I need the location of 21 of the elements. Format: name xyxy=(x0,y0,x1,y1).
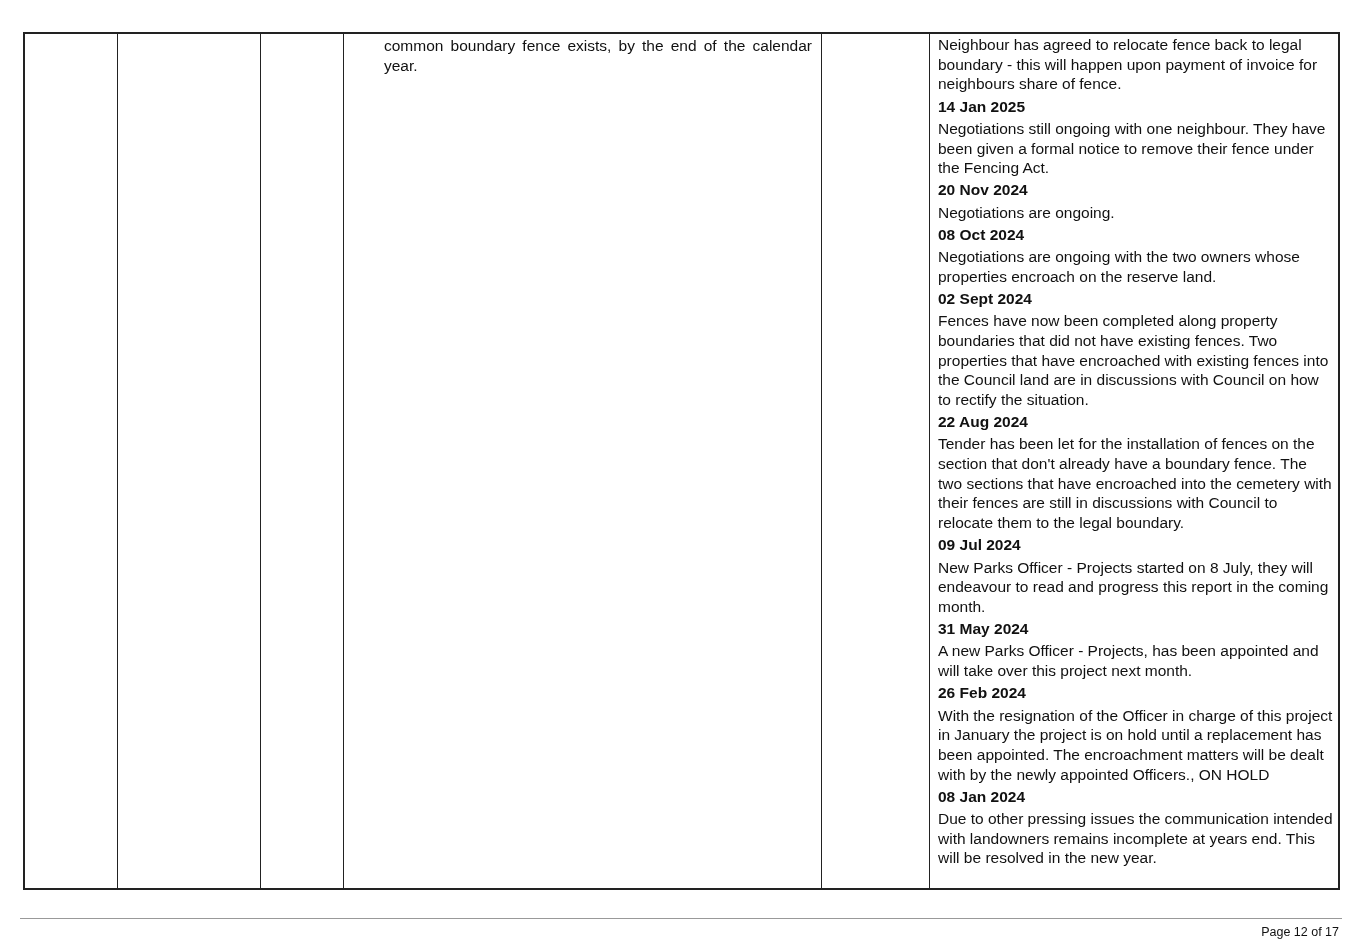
date-heading: 02 Sept 2024 xyxy=(938,288,1033,309)
update-text: With the resignation of the Officer in charge of this project in January the project is on hold until a replacement has been appointed. The encroachment matters will be dealt with by the newly appointed Officers., ON HOLD xyxy=(938,705,1334,785)
update-text: New Parks Officer - Projects started on 8 July, they will endeavour to read and progress this report in the coming month. xyxy=(938,557,1330,617)
update-text: Fences have now been completed along property boundaries that did not have existing fences. Two properties that have encroached with existing fences into the Council land are in discussions with Council on how to rectify the situation. xyxy=(938,311,1330,410)
date-heading: 08 Oct 2024 xyxy=(938,224,1026,245)
cell-text: common boundary fence exists, by the end of the calendar year. xyxy=(384,36,812,76)
date-heading: 31 May 2024 xyxy=(938,619,1030,639)
date-heading: 22 Aug 2024 xyxy=(938,412,1029,432)
date-heading: 14 Jan 2025 xyxy=(938,96,1027,117)
date-heading: 20 Nov 2024 xyxy=(938,180,1029,201)
update-text: A new Parks Officer - Projects, has been appointed and will take over this project next month. xyxy=(938,641,1320,681)
page-number: Page 12 of 17 xyxy=(1261,924,1339,939)
update-text: Due to other pressing issues the communication intended with landowners remains incomplete at years end. This will be resolved in the new year. xyxy=(938,809,1334,869)
update-text: Tender has been let for the installation of fences on the section that don't already have a boundary fence. The two sections that have encroached into the cemetery with their fences are still in discussions with Council to relocate them to the legal boundary. xyxy=(938,434,1333,533)
date-heading: 26 Feb 2024 xyxy=(938,683,1027,703)
update-text: Neighbour has agreed to relocate fence back to legal boundary - this will happen upon payment of invoice for neighbours share of fence. xyxy=(938,35,1319,95)
date-heading: 09 Jul 2024 xyxy=(938,535,1022,556)
update-text: Negotiations are ongoing. xyxy=(938,202,1116,223)
update-text: Negotiations are ongoing with the two owners whose properties encroach on the reserve land. xyxy=(938,247,1301,287)
date-heading: 08 Jan 2024 xyxy=(938,786,1027,807)
update-text: Negotiations still ongoing with one neighbour. They have been given a formal notice to remove their fence under the Fencing Act. xyxy=(938,118,1327,178)
